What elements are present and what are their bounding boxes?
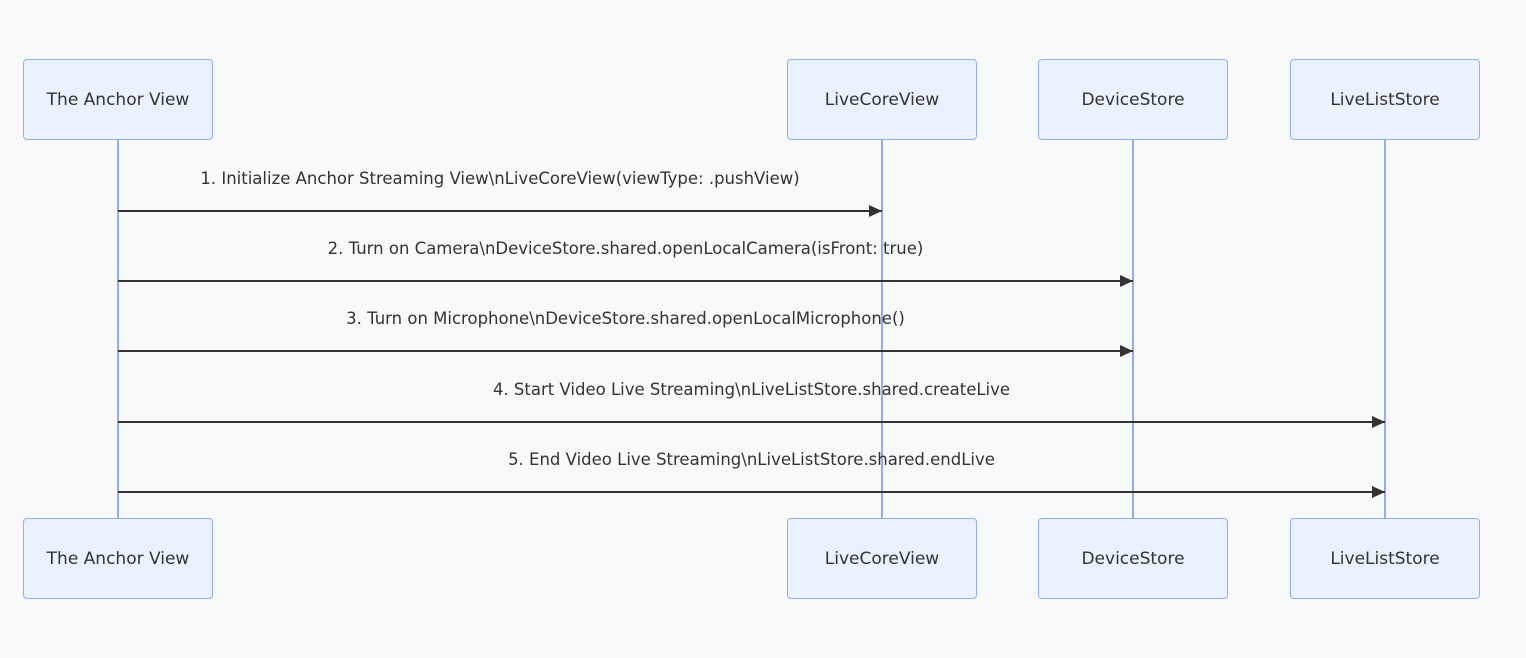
lifeline-live-core-view bbox=[881, 140, 883, 518]
actor-label: LiveCoreView bbox=[824, 89, 940, 110]
actor-bottom-device-store: DeviceStore bbox=[1038, 518, 1228, 599]
actor-label: LiveCoreView bbox=[824, 548, 940, 569]
actor-bottom-anchor-view: The Anchor View bbox=[23, 518, 213, 599]
actor-label: LiveListStore bbox=[1330, 548, 1440, 569]
actor-top-live-list-store: LiveListStore bbox=[1290, 59, 1480, 140]
lifeline-device-store bbox=[1132, 140, 1134, 518]
actor-label: DeviceStore bbox=[1081, 548, 1185, 569]
message-5-arrowhead-icon bbox=[1372, 486, 1385, 498]
lifeline-anchor-view bbox=[117, 140, 119, 518]
actor-label: The Anchor View bbox=[46, 548, 190, 569]
message-3-arrow-line bbox=[118, 350, 1133, 352]
actor-label: LiveListStore bbox=[1330, 89, 1440, 110]
lifeline-live-list-store bbox=[1384, 140, 1386, 518]
message-1-arrow-line bbox=[118, 210, 882, 212]
actor-top-live-core-view: LiveCoreView bbox=[787, 59, 977, 140]
message-1-arrowhead-icon bbox=[869, 205, 882, 217]
message-5-label: 5. End Video Live Streaming\nLiveListSto… bbox=[508, 450, 995, 469]
message-4-arrow-line bbox=[118, 421, 1385, 423]
message-2-label: 2. Turn on Camera\nDeviceStore.shared.op… bbox=[327, 239, 924, 258]
message-3-label: 3. Turn on Microphone\nDeviceStore.share… bbox=[346, 309, 905, 328]
message-3-arrowhead-icon bbox=[1120, 345, 1133, 357]
message-4-arrowhead-icon bbox=[1372, 416, 1385, 428]
actor-top-device-store: DeviceStore bbox=[1038, 59, 1228, 140]
actor-bottom-live-list-store: LiveListStore bbox=[1290, 518, 1480, 599]
actor-top-anchor-view: The Anchor View bbox=[23, 59, 213, 140]
actor-label: The Anchor View bbox=[46, 89, 190, 110]
message-5-arrow-line bbox=[118, 491, 1385, 493]
actor-bottom-live-core-view: LiveCoreView bbox=[787, 518, 977, 599]
actor-label: DeviceStore bbox=[1081, 89, 1185, 110]
message-2-arrow-line bbox=[118, 280, 1133, 282]
message-1-label: 1. Initialize Anchor Streaming View\nLiv… bbox=[200, 169, 800, 188]
message-2-arrowhead-icon bbox=[1120, 275, 1133, 287]
message-4-label: 4. Start Video Live Streaming\nLiveListS… bbox=[492, 380, 1011, 399]
